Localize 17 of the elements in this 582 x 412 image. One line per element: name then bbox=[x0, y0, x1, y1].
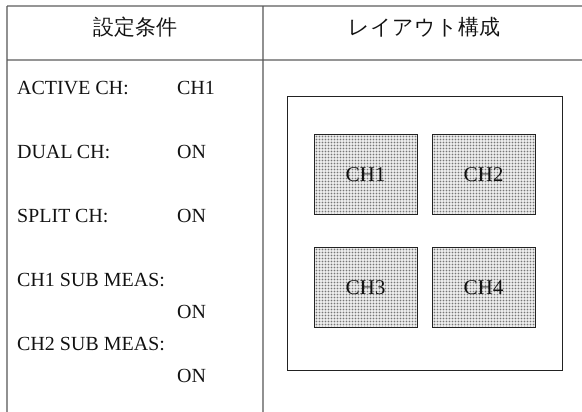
setting-value: ON bbox=[177, 204, 206, 228]
setting-value: ON bbox=[177, 300, 206, 324]
column-heading: レイアウト構成 bbox=[348, 14, 500, 40]
setting-value: ON bbox=[177, 364, 206, 388]
setting-name: ACTIVE CH: bbox=[17, 76, 129, 100]
setting-name: SPLIT CH: bbox=[17, 204, 108, 228]
setting-name: CH1 SUB MEAS: bbox=[17, 268, 165, 292]
screen-frame bbox=[287, 96, 563, 371]
channel-window: CH3 bbox=[314, 246, 418, 328]
setting-value: CH1 bbox=[177, 76, 215, 100]
setting-name: CH2 SUB MEAS: bbox=[17, 332, 165, 356]
channel-window: CH4 bbox=[432, 246, 536, 328]
channel-window: CH2 bbox=[432, 134, 536, 214]
setting-name: DUAL CH: bbox=[17, 140, 110, 164]
column-heading: 設定条件 bbox=[93, 14, 177, 40]
channel-window: CH1 bbox=[314, 134, 418, 214]
setting-value: ON bbox=[177, 140, 206, 164]
